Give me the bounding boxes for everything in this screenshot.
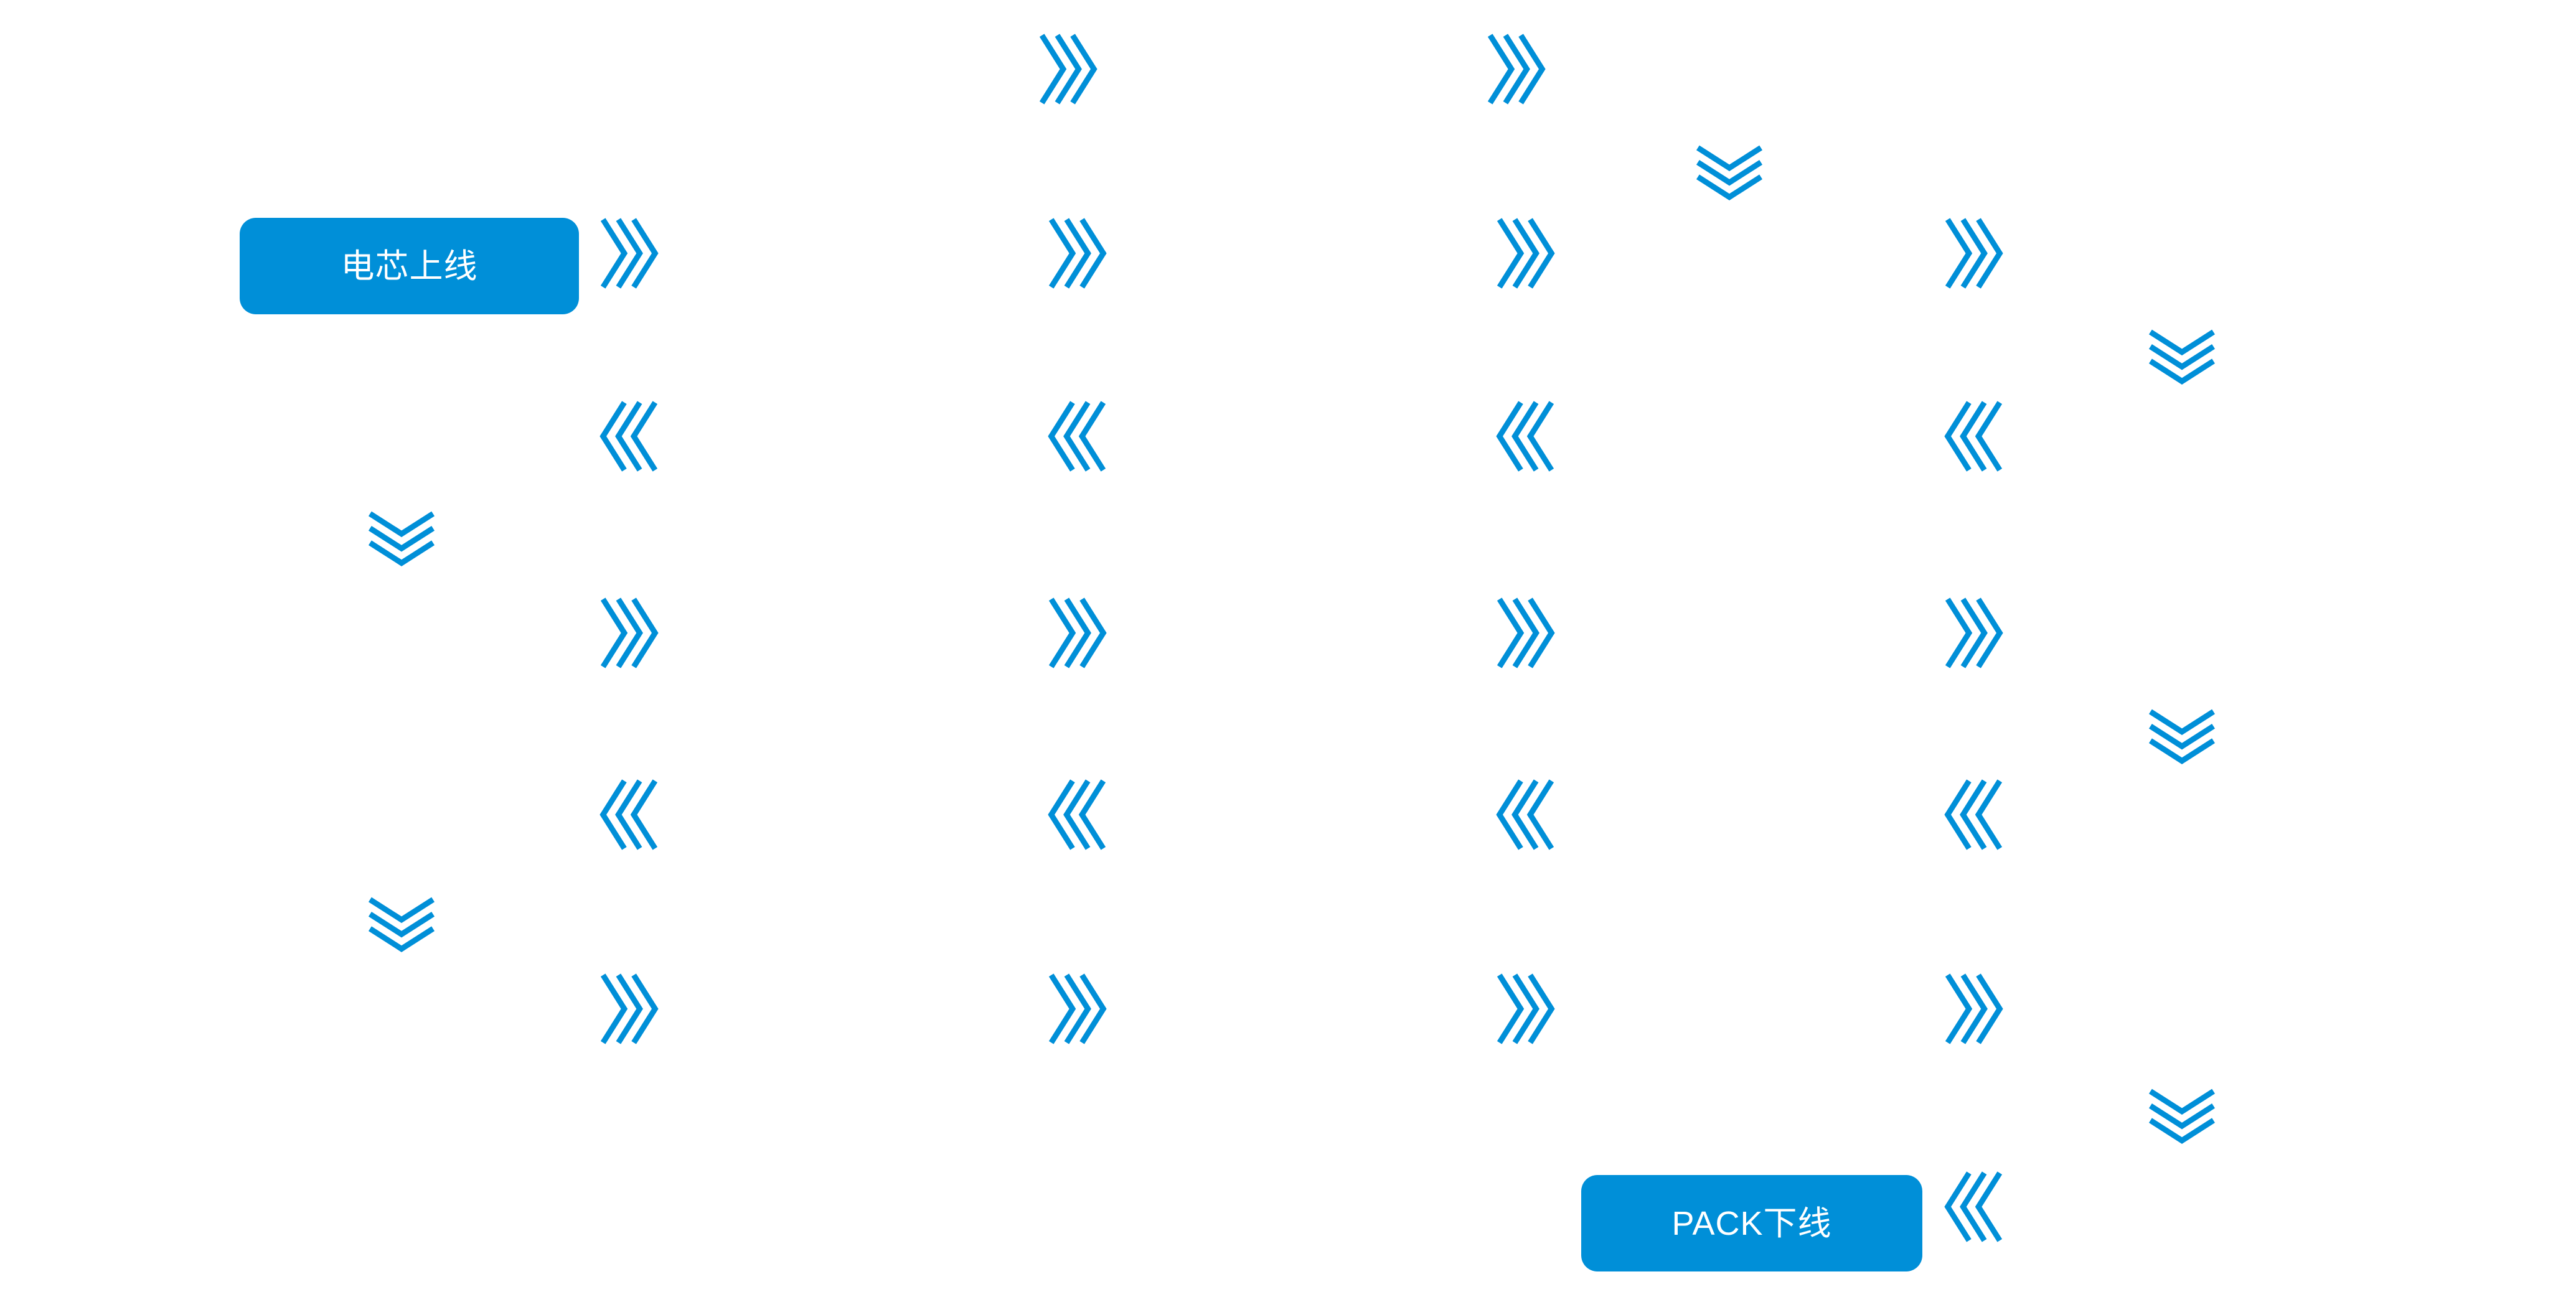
chevron-down-icon <box>367 510 436 566</box>
node-cell-online[interactable]: 电芯上线 <box>240 218 579 314</box>
chevron-right-icon <box>1944 217 2003 290</box>
chevron-right-icon <box>1496 972 1555 1046</box>
chevron-right-icon <box>599 972 659 1046</box>
chevron-right-icon <box>1038 32 1098 106</box>
chevron-down-icon <box>2148 329 2216 385</box>
chevron-left-icon <box>599 778 659 851</box>
chevron-left-icon <box>1944 400 2003 473</box>
chevron-left-icon <box>1048 400 1107 473</box>
chevron-right-icon <box>1944 596 2003 670</box>
chevron-right-icon <box>599 217 659 290</box>
chevron-right-icon <box>1496 596 1555 670</box>
chevron-left-icon <box>1496 778 1555 851</box>
chevron-down-icon <box>2148 708 2216 764</box>
chevron-right-icon <box>599 596 659 670</box>
chevron-right-icon <box>1487 32 1546 106</box>
node-label: PACK下线 <box>1671 1204 1832 1242</box>
chevron-right-icon <box>1944 972 2003 1046</box>
chevron-left-icon <box>1496 400 1555 473</box>
chevron-right-icon <box>1048 217 1107 290</box>
chevron-down-icon <box>1695 144 1764 200</box>
chevron-right-icon <box>1048 596 1107 670</box>
chevron-right-icon <box>1496 217 1555 290</box>
chevron-left-icon <box>1048 778 1107 851</box>
chevron-left-icon <box>599 400 659 473</box>
node-label: 电芯上线 <box>341 247 478 285</box>
chevron-down-icon <box>367 896 436 952</box>
chevron-down-icon <box>2148 1088 2216 1144</box>
chevron-right-icon <box>1048 972 1107 1046</box>
chevron-left-icon <box>1944 778 2003 851</box>
node-pack-offline[interactable]: PACK下线 <box>1581 1175 1922 1271</box>
chevron-left-icon <box>1944 1170 2003 1243</box>
